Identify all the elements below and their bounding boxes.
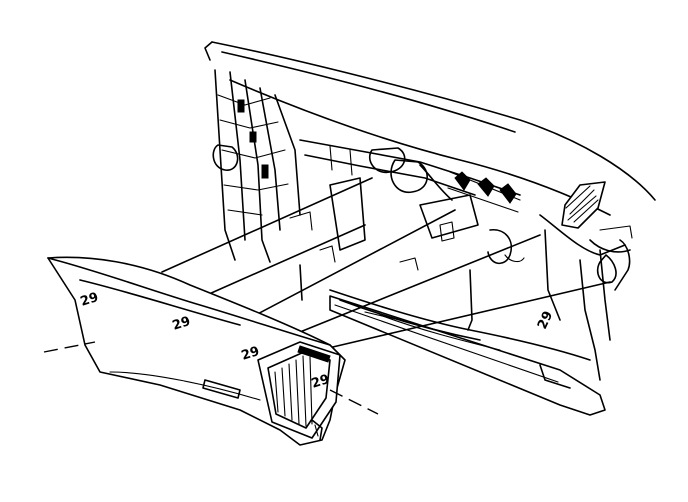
callout-right-rear: 29 xyxy=(535,309,556,332)
leader-lines xyxy=(161,177,611,351)
dashboard-carrier xyxy=(204,41,656,416)
callout-left-upper: 29 xyxy=(79,290,101,310)
callouts: 29 29 29 29 29 xyxy=(79,290,557,392)
callout-left-center: 29 xyxy=(171,314,193,334)
trim-panel xyxy=(47,256,346,446)
callout-vent-top: 29 xyxy=(240,344,262,364)
center-lines xyxy=(43,341,379,415)
callout-vent-side: 29 xyxy=(310,372,332,392)
